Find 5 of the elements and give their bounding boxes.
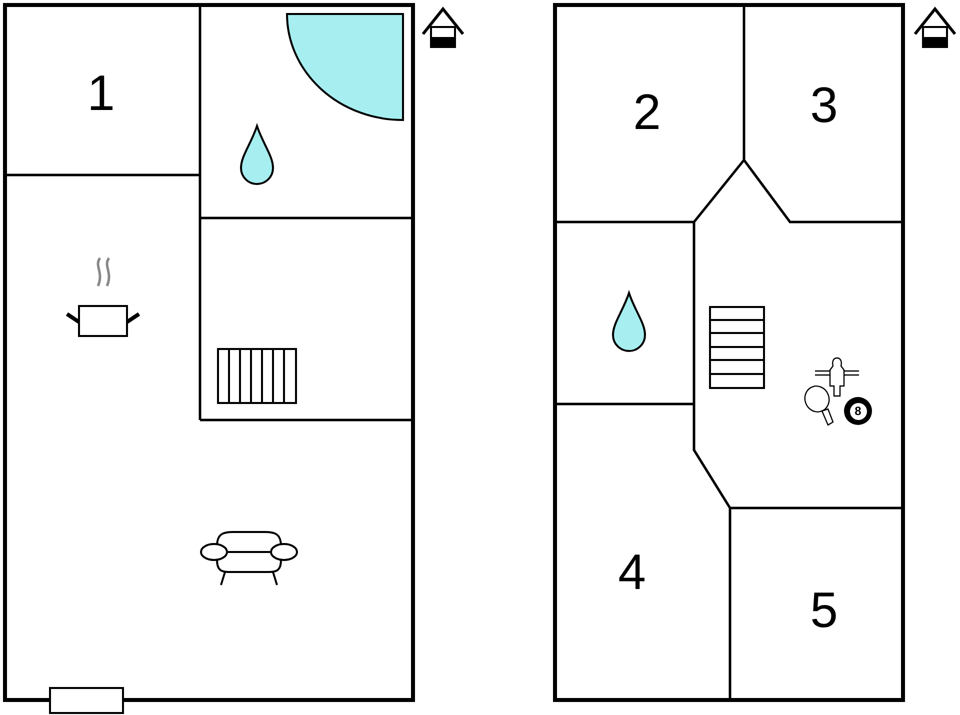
room-number: 2 [633,87,661,137]
room-number: 4 [618,547,646,597]
room-number: 1 [87,68,115,118]
room-number: 5 [810,585,838,635]
room-number: 3 [810,80,838,130]
